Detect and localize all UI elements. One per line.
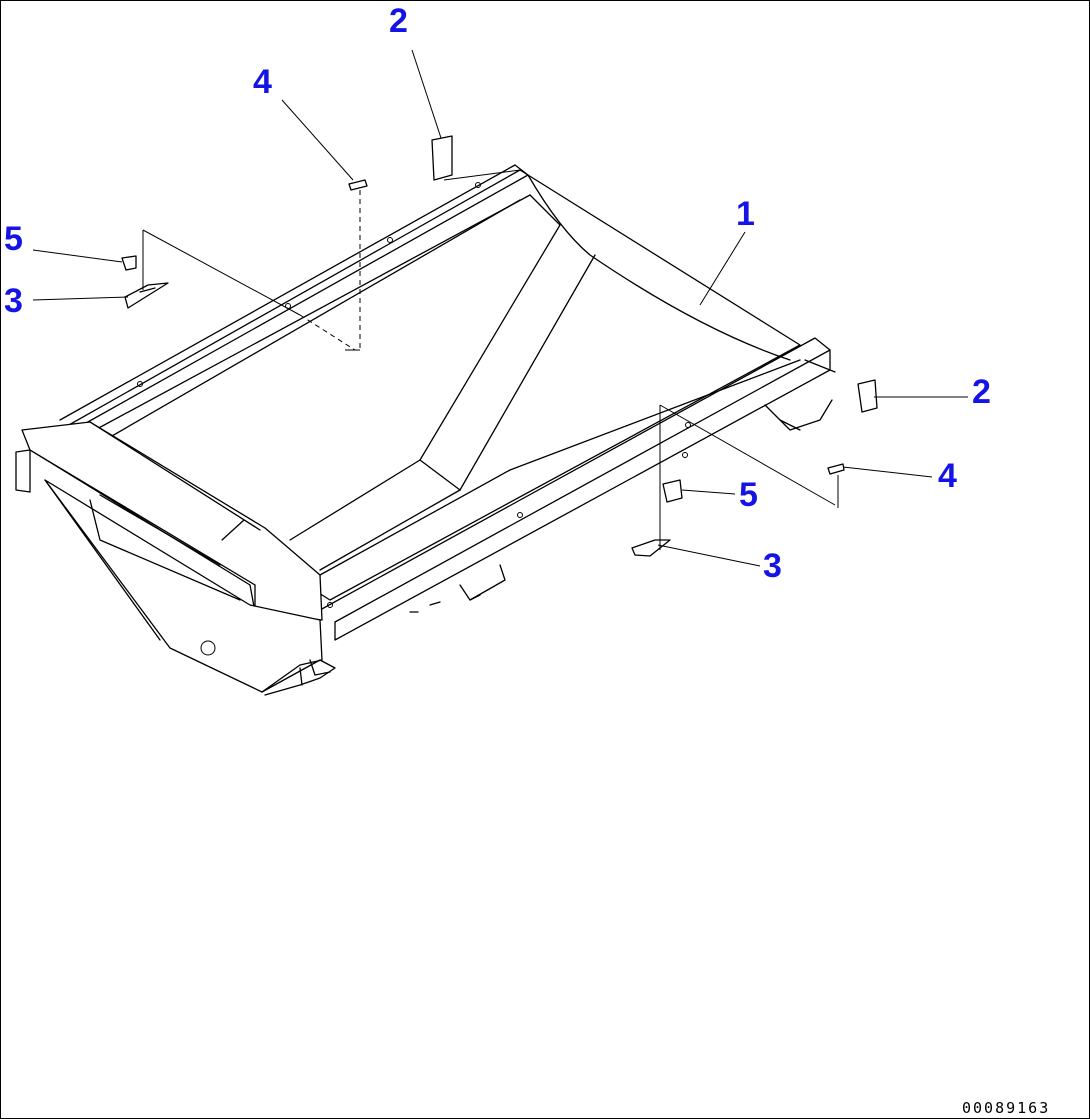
left-parts [121,135,521,351]
callout-2-right: 2 [972,373,991,411]
cushion-right-shape [662,479,683,503]
shim-right-shape [827,463,845,475]
tail-gate [21,421,323,621]
callout-3-right: 3 [763,547,782,585]
dump-body [15,164,836,696]
callout-5-left: 5 [4,220,23,258]
callout-2-left: 2 [389,2,408,40]
right-parts [631,379,878,557]
cushion-left-shape [121,255,137,271]
bracket-right-shape [631,539,671,557]
callout-3-left: 3 [4,282,23,320]
leader-lines [32,49,968,567]
pad-right-shape [857,379,878,413]
callout-5-right: 5 [739,476,758,514]
shim-left-shape [348,179,368,191]
callout-labels: 2 4 5 3 1 2 4 5 3 [4,2,991,585]
callout-4-left: 4 [253,63,272,101]
callout-1: 1 [736,195,755,233]
drawing-number: 00089163 [962,1099,1050,1117]
pad-left-shape [431,135,453,181]
bracket-left-shape [124,282,169,309]
callout-4-right: 4 [938,457,957,495]
